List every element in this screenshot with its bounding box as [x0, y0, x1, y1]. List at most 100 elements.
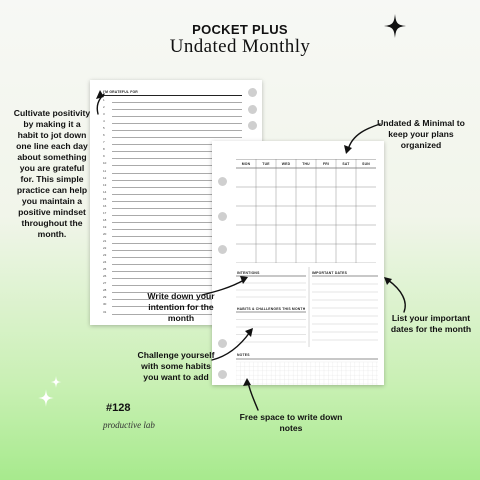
line-number: 31	[103, 309, 107, 314]
gratitude-line[interactable]	[112, 243, 242, 244]
gratitude-line[interactable]	[112, 137, 242, 139]
gratitude-line[interactable]	[112, 285, 242, 287]
gratitude-line[interactable]	[112, 235, 242, 237]
line-number: 30	[103, 302, 107, 307]
line-number: 2	[103, 105, 105, 110]
gratitude-line[interactable]	[112, 130, 242, 132]
notes-label: NOTES	[237, 353, 250, 357]
gratitude-line[interactable]	[112, 172, 242, 174]
arrow-icon	[243, 378, 259, 411]
habits-label: HABITS & CHALLENGES THIS MONTH	[237, 307, 306, 311]
binder-ring	[218, 370, 227, 379]
gratitude-line[interactable]	[112, 186, 242, 188]
line-number: 29	[103, 295, 107, 300]
line-number: 26	[103, 274, 107, 279]
gratitude-line[interactable]	[112, 221, 242, 223]
arrow-icon	[344, 123, 381, 154]
gratitude-heading: I'M GRATEFUL FOR	[103, 90, 138, 94]
gratitude-line[interactable]	[112, 271, 242, 273]
line-number: 8	[103, 147, 105, 152]
gratitude-line[interactable]	[112, 193, 242, 195]
heading-rule	[102, 95, 242, 96]
line-number: 13	[103, 182, 107, 187]
line-number: 11	[103, 168, 107, 173]
gratitude-line[interactable]	[112, 144, 242, 146]
line-number: 3	[103, 112, 105, 117]
day-label-sat: SAT	[342, 161, 350, 166]
line-number: 18	[103, 217, 107, 222]
gratitude-line[interactable]	[112, 278, 242, 280]
gratitude-line[interactable]	[112, 292, 242, 294]
dates-callout: List your important dates for the month	[390, 313, 472, 334]
line-number: 19	[103, 224, 107, 229]
line-number: 4	[103, 119, 105, 124]
line-number: 9	[103, 154, 105, 159]
brand-label: POCKET PLUS	[192, 22, 288, 37]
binder-ring	[218, 212, 227, 221]
sparkle-small-icon	[50, 376, 62, 388]
gratitude-line[interactable]	[112, 250, 242, 252]
gratitude-line[interactable]	[112, 165, 242, 167]
line-number: 20	[103, 231, 107, 236]
day-label-wed: WED	[281, 161, 291, 166]
binder-ring	[218, 339, 227, 348]
gratitude-line[interactable]	[112, 179, 242, 181]
line-number: 24	[103, 260, 107, 265]
notes-callout: Free space to write down notes	[239, 412, 343, 433]
gratitude-line[interactable]	[112, 123, 242, 125]
calendar-grid	[236, 159, 376, 263]
line-number: 14	[103, 189, 107, 194]
binder-ring	[218, 177, 227, 186]
gratitude-line[interactable]	[112, 116, 242, 118]
page-title: Undated Monthly	[169, 36, 311, 57]
line-number: 28	[103, 288, 107, 293]
line-number: 6	[103, 133, 105, 138]
line-number: 12	[103, 175, 107, 180]
binder-ring	[248, 105, 257, 114]
gratitude-callout: Cultivate positivity by making it a habi…	[13, 108, 91, 239]
intentions-label: INTENTIONS	[237, 271, 260, 275]
line-number: 5	[103, 126, 105, 131]
gratitude-line[interactable]	[112, 207, 242, 209]
binder-ring	[248, 88, 257, 97]
arrow-icon	[384, 277, 406, 313]
day-label-tue: TUE	[262, 161, 270, 166]
line-number: 17	[103, 210, 107, 215]
product-number: #128	[106, 402, 131, 414]
line-number: 23	[103, 253, 107, 258]
gratitude-line[interactable]	[112, 306, 242, 308]
gratitude-line[interactable]	[112, 109, 242, 111]
gratitude-line[interactable]	[112, 200, 242, 202]
day-label-sun: SUN	[362, 161, 370, 166]
line-number: 1	[103, 98, 105, 102]
sparkle-icon	[384, 14, 406, 38]
line-number: 16	[103, 203, 107, 208]
line-number: 7	[103, 140, 105, 145]
gratitude-line[interactable]	[112, 151, 242, 153]
binder-ring	[218, 245, 227, 254]
binder-ring	[248, 121, 257, 130]
line-number: 10	[103, 161, 107, 166]
gratitude-line[interactable]	[112, 214, 242, 216]
day-label-fri: FRI	[322, 161, 330, 166]
arrow-icon	[201, 276, 248, 296]
minimal-callout: Undated & Minimal to keep your plans org…	[377, 118, 465, 150]
gratitude-line[interactable]	[112, 158, 242, 160]
line-number: 21	[103, 239, 107, 243]
gratitude-line[interactable]	[112, 102, 242, 103]
brand-logo: productive lab	[103, 420, 155, 430]
sparkle-large-icon	[38, 389, 54, 407]
day-label-thu: THU	[302, 161, 310, 166]
gratitude-line[interactable]	[112, 264, 242, 266]
gratitude-line[interactable]	[112, 299, 242, 301]
arrow-icon	[211, 328, 253, 361]
section-lines	[236, 267, 378, 385]
gratitude-line[interactable]	[112, 228, 242, 230]
important-dates-label: IMPORTANT DATES	[312, 271, 348, 275]
habits-callout: Challenge yourself with some habits you …	[137, 350, 215, 382]
line-number: 27	[103, 281, 107, 286]
day-label-mon: MON	[241, 161, 251, 166]
gratitude-line[interactable]	[112, 313, 242, 315]
gratitude-line[interactable]	[112, 257, 242, 259]
